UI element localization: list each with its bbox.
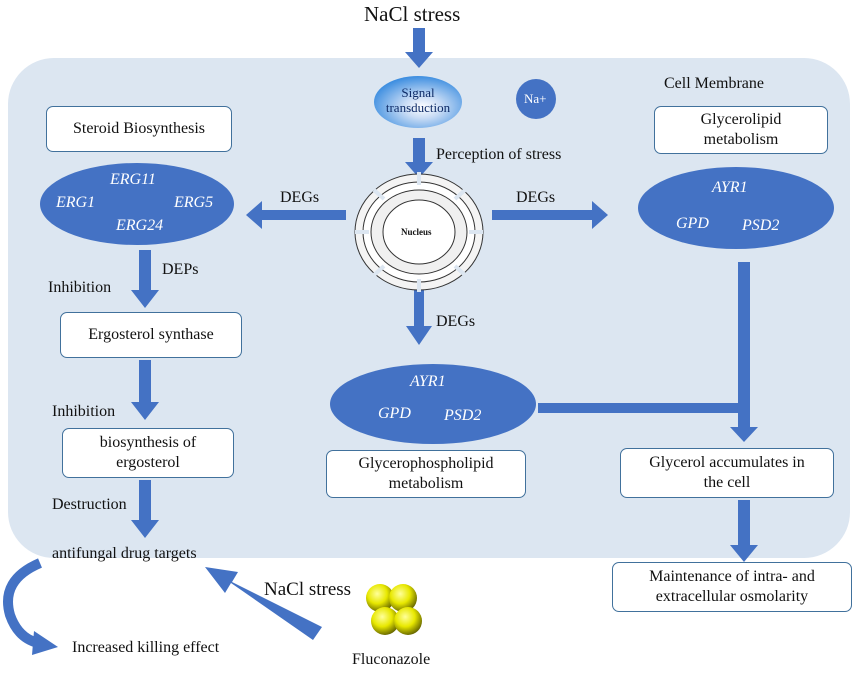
antifungal-targets-label: antifungal drug targets: [52, 545, 197, 562]
inhibition2-label: Inhibition: [52, 403, 116, 420]
arrow-nacl-down: [405, 28, 433, 68]
osmolarity-box: Maintenance of intra- and extracellular …: [612, 562, 852, 612]
arrow-curved-killing: [3, 558, 43, 648]
center-gene-gpd: GPD: [378, 405, 411, 422]
steroid-biosynthesis-box: Steroid Biosynthesis: [46, 106, 232, 152]
gene-erg24: ERG24: [116, 217, 164, 234]
right-degs-label: DEGs: [516, 189, 556, 206]
gene-erg5: ERG5: [174, 194, 214, 211]
signal-transduction-shape: [374, 76, 462, 128]
center-gene-psd2: PSD2: [444, 407, 482, 424]
top-stimulus-label: NaCl stress: [364, 2, 461, 26]
center-degs-label: DEGs: [436, 313, 476, 330]
arrow-inhibition2-down: [131, 360, 159, 420]
arrow-degs-right: [492, 201, 608, 229]
center-genes-ellipse: [330, 364, 536, 444]
glycerolipid-line2: metabolism: [703, 131, 779, 148]
signal-line1: Signal: [401, 85, 435, 100]
biosynthesis-line1: biosynthesis of: [99, 434, 197, 451]
nucleus-icon: [354, 172, 484, 292]
signal-transduction-label: Signal transduction: [376, 85, 460, 116]
cell-membrane-label: Cell Membrane: [664, 75, 764, 92]
destruction-label: Destruction: [52, 496, 127, 513]
glycerophospholipid-line1: Glycerophospholipid: [358, 455, 494, 472]
fluconazole-label: Fluconazole: [352, 651, 431, 668]
fluconazole-icon: [366, 584, 422, 635]
perception-label: Perception of stress: [436, 146, 562, 163]
osmolarity-line1: Maintenance of intra- and: [649, 568, 815, 585]
biosynthesis-line2: ergosterol: [116, 454, 180, 471]
connector-center-to-right: [538, 403, 744, 413]
left-genes-ellipse: [40, 163, 234, 245]
right-genes-ellipse: [638, 167, 834, 249]
deps-label: DEPs: [162, 261, 199, 278]
glycerolipid-box: Glycerolipid metabolism: [654, 106, 828, 154]
arrow-destruction-down: [131, 480, 159, 538]
glycerolipid-line1: Glycerolipid: [700, 111, 782, 128]
arrow-fluconazole: [205, 567, 322, 640]
glycerol-line1: Glycerol accumulates in: [649, 454, 805, 471]
gene-erg11: ERG11: [110, 171, 156, 188]
arrow-right-to-glycerol: [730, 262, 758, 442]
signal-line2: transduction: [385, 99, 451, 115]
gene-erg1: ERG1: [56, 194, 96, 211]
sodium-ion-label: Na+: [524, 91, 547, 106]
right-gene-ayr1: AYR1: [712, 179, 748, 196]
glycerol-accumulates-box: Glycerol accumulates in the cell: [620, 448, 834, 498]
sodium-ion-icon: [516, 79, 556, 119]
osmolarity-line2: extracellular osmolarity: [655, 588, 809, 605]
arrow-curved-killing-head: [32, 631, 58, 655]
biosynthesis-ergosterol-box: biosynthesis of ergosterol: [62, 428, 234, 478]
left-degs-label: DEGs: [280, 189, 320, 206]
arrow-degs-left: [246, 201, 346, 229]
glycerophospholipid-box: Glycerophospholipid metabolism: [326, 450, 526, 498]
center-gene-ayr1: AYR1: [410, 373, 446, 390]
nucleus-label: Nucleus: [401, 227, 432, 237]
right-gene-gpd: GPD: [676, 215, 709, 232]
right-gene-psd2: PSD2: [742, 217, 780, 234]
killing-effect-label: Increased killing effect: [72, 639, 220, 656]
arrow-degs-down: [406, 272, 432, 345]
arrow-glycerol-to-osmolarity: [730, 500, 758, 562]
ergosterol-synthase-box: Ergosterol synthase: [60, 312, 242, 358]
inhibition1-label: Inhibition: [48, 279, 112, 296]
bottom-stress-label: NaCl stress: [264, 579, 352, 600]
arrow-perception: [405, 138, 433, 178]
glycerol-line2: the cell: [703, 474, 751, 491]
glycerophospholipid-line2: metabolism: [388, 475, 464, 492]
arrow-deps-down: [131, 250, 159, 308]
